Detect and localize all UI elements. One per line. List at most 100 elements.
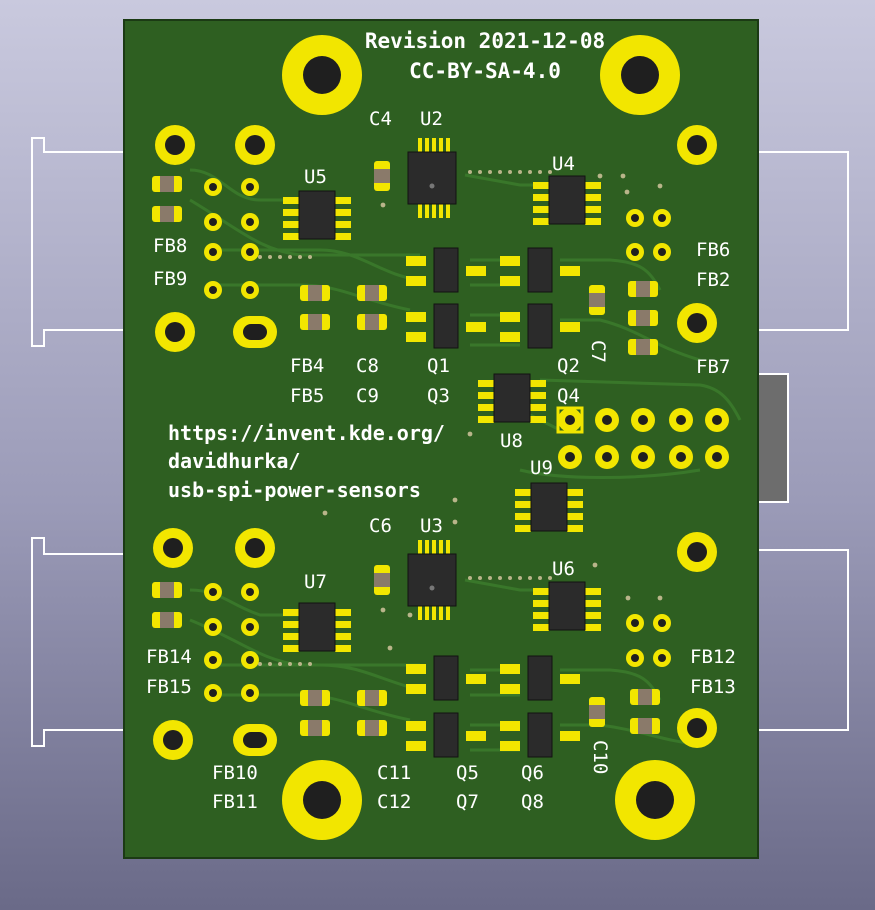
ic-pad <box>585 206 601 213</box>
transistor-pad <box>560 266 580 276</box>
ic-pad <box>335 633 351 640</box>
ic-pad <box>418 540 422 554</box>
via <box>298 662 302 666</box>
connector-outlines <box>31 137 849 747</box>
ic-pad <box>283 197 299 204</box>
transistor-pad <box>406 684 426 694</box>
ref-C8: C8 <box>356 355 379 377</box>
transistor-pad <box>406 312 426 322</box>
transistor-pad <box>500 256 520 266</box>
via <box>268 662 272 666</box>
ic-pad <box>478 392 494 399</box>
transistor-pad <box>466 731 486 741</box>
transistor-pad <box>406 256 426 266</box>
transistor-pad <box>466 322 486 332</box>
transistor-pad <box>560 674 580 684</box>
via <box>478 170 482 174</box>
ref-Q6: Q6 <box>521 762 544 784</box>
ic-pad <box>432 204 436 218</box>
ic-pad <box>515 525 531 532</box>
ic-pad <box>515 513 531 520</box>
via <box>452 497 458 503</box>
via <box>624 189 630 195</box>
via <box>508 170 512 174</box>
shield-pads <box>153 125 717 760</box>
via <box>528 576 532 580</box>
via <box>538 170 542 174</box>
transistor-pad <box>560 731 580 741</box>
ic-pad <box>585 600 601 607</box>
pin-header <box>556 406 729 469</box>
transistor-body <box>527 712 553 758</box>
ic-pad <box>585 194 601 201</box>
thru-hole-pins <box>204 178 671 702</box>
ref-U8: U8 <box>500 430 523 452</box>
via <box>258 255 262 259</box>
usb-connector-right-bottom <box>756 549 849 731</box>
via <box>657 595 663 601</box>
ic-pad <box>478 404 494 411</box>
ic-pad <box>283 209 299 216</box>
ref-Q1: Q1 <box>427 355 450 377</box>
transistor-pad <box>500 332 520 342</box>
via <box>597 173 603 179</box>
via <box>380 202 386 208</box>
ref-C7: C7 <box>587 340 609 363</box>
ic-pad <box>432 606 436 620</box>
via <box>657 183 663 189</box>
transistor-pad <box>500 721 520 731</box>
ic-pad <box>533 588 549 595</box>
ref-FB11: FB11 <box>212 791 258 813</box>
ref-U4: U4 <box>552 153 575 175</box>
transistor-pad <box>500 741 520 751</box>
ref-FB10: FB10 <box>212 762 258 784</box>
via <box>278 255 282 259</box>
ic-pad <box>335 233 351 240</box>
ref-C11: C11 <box>377 762 411 784</box>
ic-body-soic <box>298 602 336 652</box>
ref-C6: C6 <box>369 515 392 537</box>
via <box>538 576 542 580</box>
usb-connector-left-bottom <box>31 537 124 747</box>
ic-pad <box>335 221 351 228</box>
via <box>498 576 502 580</box>
transistor-pad <box>406 332 426 342</box>
ic-pad <box>283 621 299 628</box>
ic-pad <box>530 392 546 399</box>
ic-pad <box>418 606 422 620</box>
ref-C9: C9 <box>356 385 379 407</box>
ic-pad <box>585 624 601 631</box>
ref-U7: U7 <box>304 571 327 593</box>
via <box>548 576 552 580</box>
ic-pad <box>335 197 351 204</box>
transistor-body <box>527 303 553 349</box>
ic-pad <box>418 138 422 152</box>
integrated-circuits <box>283 138 601 758</box>
ref-Q4: Q4 <box>557 385 580 407</box>
via <box>488 170 492 174</box>
ic-pad <box>432 540 436 554</box>
ic-pad <box>425 204 429 218</box>
via <box>298 255 302 259</box>
transistor-pad <box>466 266 486 276</box>
ic-pad <box>283 221 299 228</box>
ic-pad <box>567 525 583 532</box>
ic-pad <box>418 204 422 218</box>
transistor-body <box>433 655 459 701</box>
ic-body-soic <box>493 373 531 423</box>
ic-pad <box>533 600 549 607</box>
ic-pad <box>478 380 494 387</box>
url-line-1: https://invent.kde.org/ <box>168 421 445 445</box>
usb-connector-right-top <box>756 151 849 331</box>
ic-pad <box>446 606 450 620</box>
via <box>478 576 482 580</box>
ic-pad <box>585 182 601 189</box>
ic-pad <box>283 633 299 640</box>
transistor-pad <box>406 741 426 751</box>
revision-label: Revision 2021-12-08 <box>365 29 605 53</box>
ic-pad <box>335 209 351 216</box>
via <box>468 576 472 580</box>
ic-pad <box>446 540 450 554</box>
ic-pad <box>515 489 531 496</box>
via <box>625 595 631 601</box>
